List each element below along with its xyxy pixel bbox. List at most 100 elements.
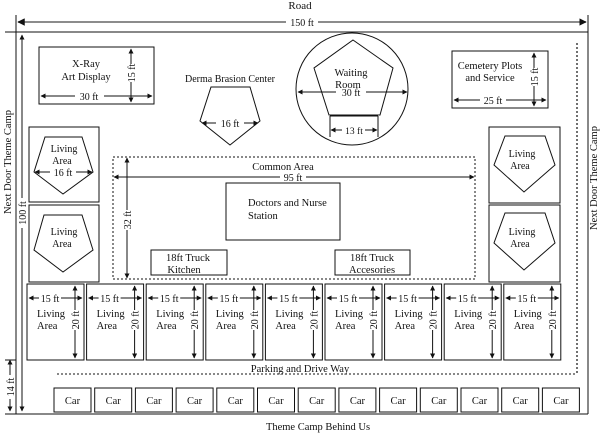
car-label: Car bbox=[228, 396, 244, 407]
road-label: Road bbox=[288, 0, 312, 12]
car-space: Car bbox=[379, 387, 418, 413]
left-neighbor-label: Next Door Theme Camp bbox=[3, 110, 14, 214]
living-height-label: 20 ft bbox=[309, 310, 320, 329]
car-space: Car bbox=[338, 387, 377, 413]
living-width-label: 15 ft bbox=[398, 294, 417, 305]
side-living-area-left-bottom: Living Area bbox=[28, 204, 100, 283]
living-label-2: Area bbox=[216, 321, 237, 332]
svg-text:Area: Area bbox=[52, 239, 72, 250]
living-height-label: 20 ft bbox=[250, 310, 261, 329]
car-space: Car bbox=[216, 387, 255, 413]
car-label: Car bbox=[65, 396, 81, 407]
living-label-2: Area bbox=[335, 321, 356, 332]
svg-text:Kitchen: Kitchen bbox=[167, 265, 201, 276]
living-height-label: 20 ft bbox=[71, 310, 82, 329]
car-label: Car bbox=[431, 396, 447, 407]
svg-text:Station: Station bbox=[248, 211, 279, 222]
side-living-area-right-top: Living Area bbox=[488, 126, 561, 204]
cemetery-width-label: 25 ft bbox=[484, 96, 503, 107]
side-living-area-right-bottom: Living Area bbox=[488, 204, 561, 283]
parking-label: Parking and Drive Way bbox=[251, 364, 350, 375]
parking-depth-label: 14 ft bbox=[6, 377, 17, 396]
living-label-1: Living bbox=[395, 309, 424, 320]
living-height-label: 20 ft bbox=[548, 310, 559, 329]
living-width-label: 15 ft bbox=[458, 294, 477, 305]
svg-text:Area: Area bbox=[510, 161, 530, 172]
svg-text:18ft Truck: 18ft Truck bbox=[166, 253, 211, 264]
svg-text:Living: Living bbox=[509, 149, 536, 160]
behind-label: Theme Camp Behind Us bbox=[266, 422, 370, 433]
xray-label-1: X-Ray bbox=[72, 59, 101, 70]
cemetery-label-2: and Service bbox=[465, 73, 515, 84]
car-space: Car bbox=[541, 387, 580, 413]
car-space: Car bbox=[460, 387, 499, 413]
svg-text:Area: Area bbox=[52, 156, 72, 167]
svg-text:16 ft: 16 ft bbox=[54, 168, 73, 179]
derma-title: Derma Brasion Center bbox=[185, 74, 276, 85]
svg-text:Doctors and Nurse: Doctors and Nurse bbox=[248, 198, 327, 209]
living-label-1: Living bbox=[454, 309, 483, 320]
truck-kitchen: 18ft Truck Kitchen bbox=[150, 249, 228, 276]
living-label-1: Living bbox=[335, 309, 364, 320]
depth-dimension-label: 100 ft bbox=[18, 201, 29, 225]
living-width-label: 15 ft bbox=[219, 294, 238, 305]
car-space: Car bbox=[419, 387, 458, 413]
living-width-label: 15 ft bbox=[41, 294, 60, 305]
xray-art-display: X-Ray Art Display 30 ft 15 ft bbox=[38, 46, 155, 105]
xray-height-label: 15 ft bbox=[127, 63, 138, 82]
cemetery-label-1: Cemetery Plots bbox=[458, 61, 522, 72]
waiting-room: Waiting Room 30 ft 13 ft bbox=[295, 32, 409, 146]
car-label: Car bbox=[472, 396, 488, 407]
living-label-2: Area bbox=[97, 321, 118, 332]
living-label-1: Living bbox=[97, 309, 126, 320]
side-living-area-left-top: Living Area 16 ft bbox=[28, 126, 100, 203]
svg-text:Living: Living bbox=[509, 227, 536, 238]
living-width-label: 15 ft bbox=[160, 294, 179, 305]
car-space: Car bbox=[53, 387, 92, 413]
living-height-label: 20 ft bbox=[131, 310, 142, 329]
width-dimension-label: 150 ft bbox=[290, 18, 314, 29]
car-label: Car bbox=[391, 396, 407, 407]
xray-width-label: 30 ft bbox=[80, 92, 99, 103]
cemetery-height-label: 15 ft bbox=[530, 67, 541, 86]
living-label-2: Area bbox=[454, 321, 475, 332]
right-neighbor-label: Next Door Theme Camp bbox=[589, 126, 600, 230]
waiting-label-2: Room bbox=[335, 80, 361, 91]
car-label: Car bbox=[187, 396, 203, 407]
truck-accessories: 18ft Truck Accesories bbox=[334, 249, 411, 276]
living-height-label: 20 ft bbox=[429, 310, 440, 329]
living-label-1: Living bbox=[37, 309, 66, 320]
living-label-2: Area bbox=[275, 321, 296, 332]
derma-width-label: 16 ft bbox=[221, 119, 240, 130]
svg-text:Area: Area bbox=[510, 239, 530, 250]
living-width-label: 15 ft bbox=[517, 294, 536, 305]
living-width-label: 15 ft bbox=[279, 294, 298, 305]
living-label-1: Living bbox=[216, 309, 245, 320]
living-width-label: 15 ft bbox=[100, 294, 119, 305]
car-label: Car bbox=[146, 396, 162, 407]
living-height-label: 20 ft bbox=[369, 310, 380, 329]
svg-text:Living: Living bbox=[51, 227, 78, 238]
living-label-2: Area bbox=[514, 321, 535, 332]
car-label: Car bbox=[106, 396, 122, 407]
car-label: Car bbox=[268, 396, 284, 407]
living-label-1: Living bbox=[275, 309, 304, 320]
car-space: Car bbox=[134, 387, 173, 413]
car-label: Car bbox=[513, 396, 529, 407]
living-label-2: Area bbox=[395, 321, 416, 332]
xray-label-2: Art Display bbox=[61, 72, 111, 83]
common-title: Common Area bbox=[252, 162, 314, 173]
cemetery-plots: Cemetery Plots and Service 25 ft 15 ft bbox=[451, 50, 549, 109]
svg-text:Accesories: Accesories bbox=[349, 265, 395, 276]
car-space: Car bbox=[94, 387, 133, 413]
living-label-1: Living bbox=[156, 309, 185, 320]
